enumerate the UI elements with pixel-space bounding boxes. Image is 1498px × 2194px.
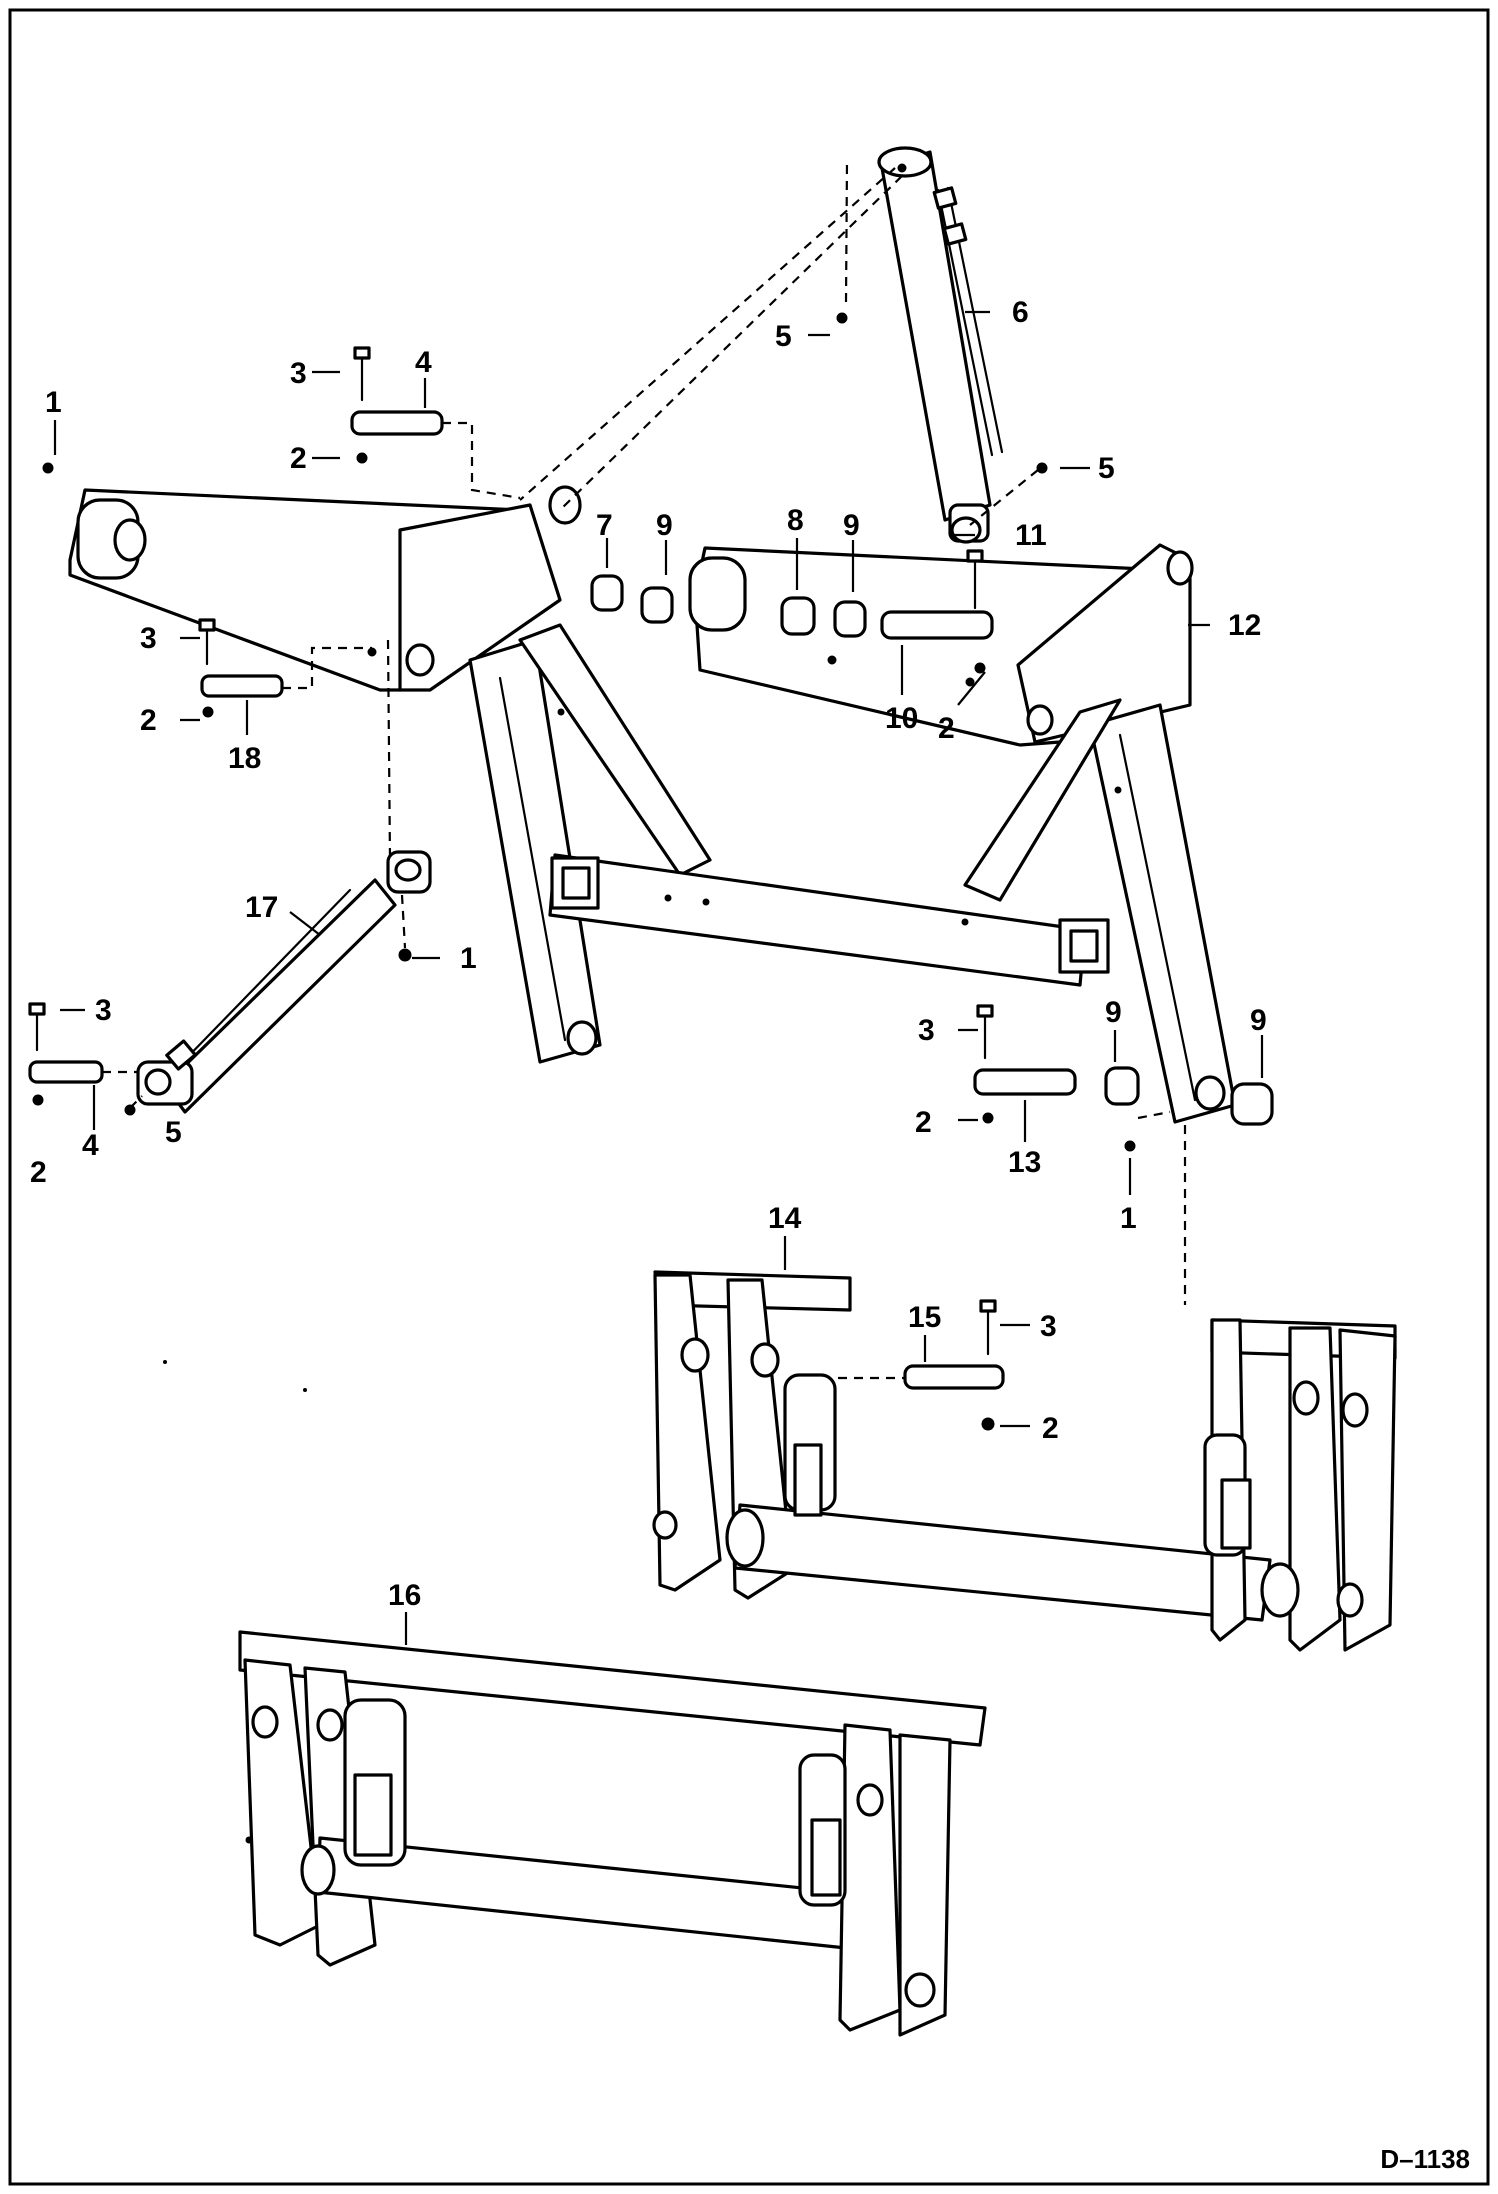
diagram-border [8,8,1490,2186]
callout-2: 2 [30,1156,47,1189]
callout-5: 5 [775,320,792,353]
callout-10: 10 [885,702,918,735]
callout-8: 8 [787,504,804,537]
tilt-cylinder [877,146,1004,544]
callout-14: 14 [768,1202,802,1235]
callout-13: 13 [1008,1146,1041,1179]
callout-18: 18 [228,742,261,775]
callout-9: 9 [1105,996,1122,1029]
callout-2: 2 [915,1106,932,1139]
callout-9: 9 [843,509,860,542]
lift-cylinder [136,850,432,1114]
callout-15: 15 [908,1301,941,1334]
callout-4: 4 [415,346,432,379]
callout-labels: 1 1 1 2 2 2 2 2 2 3 3 3 3 3 4 4 5 5 5 6 … [30,296,1267,1612]
callout-11: 11 [1015,519,1047,552]
callout-1: 1 [460,942,477,975]
callout-9: 9 [1250,1004,1267,1037]
pins-and-bushings [28,312,1274,1431]
quick-attach-plate [652,1270,1397,1652]
callout-12: 12 [1228,609,1261,642]
callout-2: 2 [938,712,955,745]
callout-1: 1 [45,386,62,419]
callout-2: 2 [1042,1412,1059,1445]
left-boom-arm [68,485,582,692]
callout-1: 1 [1120,1202,1137,1235]
callout-5: 5 [165,1116,182,1149]
callout-2: 2 [290,442,307,475]
callout-4: 4 [82,1129,99,1162]
callout-2: 2 [140,704,157,737]
callout-3: 3 [1040,1310,1057,1343]
callout-7: 7 [596,509,613,542]
assembly-dashed-lines [102,159,1187,1380]
mounting-plate [238,1630,987,2037]
drawing-number: D–1138 [1380,2144,1470,2174]
callout-3: 3 [290,357,307,390]
right-boom-arm [688,543,1194,747]
callout-3: 3 [918,1014,935,1047]
callout-5: 5 [1098,452,1115,485]
callout-17: 17 [245,891,278,924]
callout-3: 3 [140,622,157,655]
callout-6: 6 [1012,296,1029,329]
callout-9: 9 [656,509,673,542]
callout-leaders [53,310,1264,1645]
callout-3: 3 [95,994,112,1027]
callout-16: 16 [388,1579,421,1612]
